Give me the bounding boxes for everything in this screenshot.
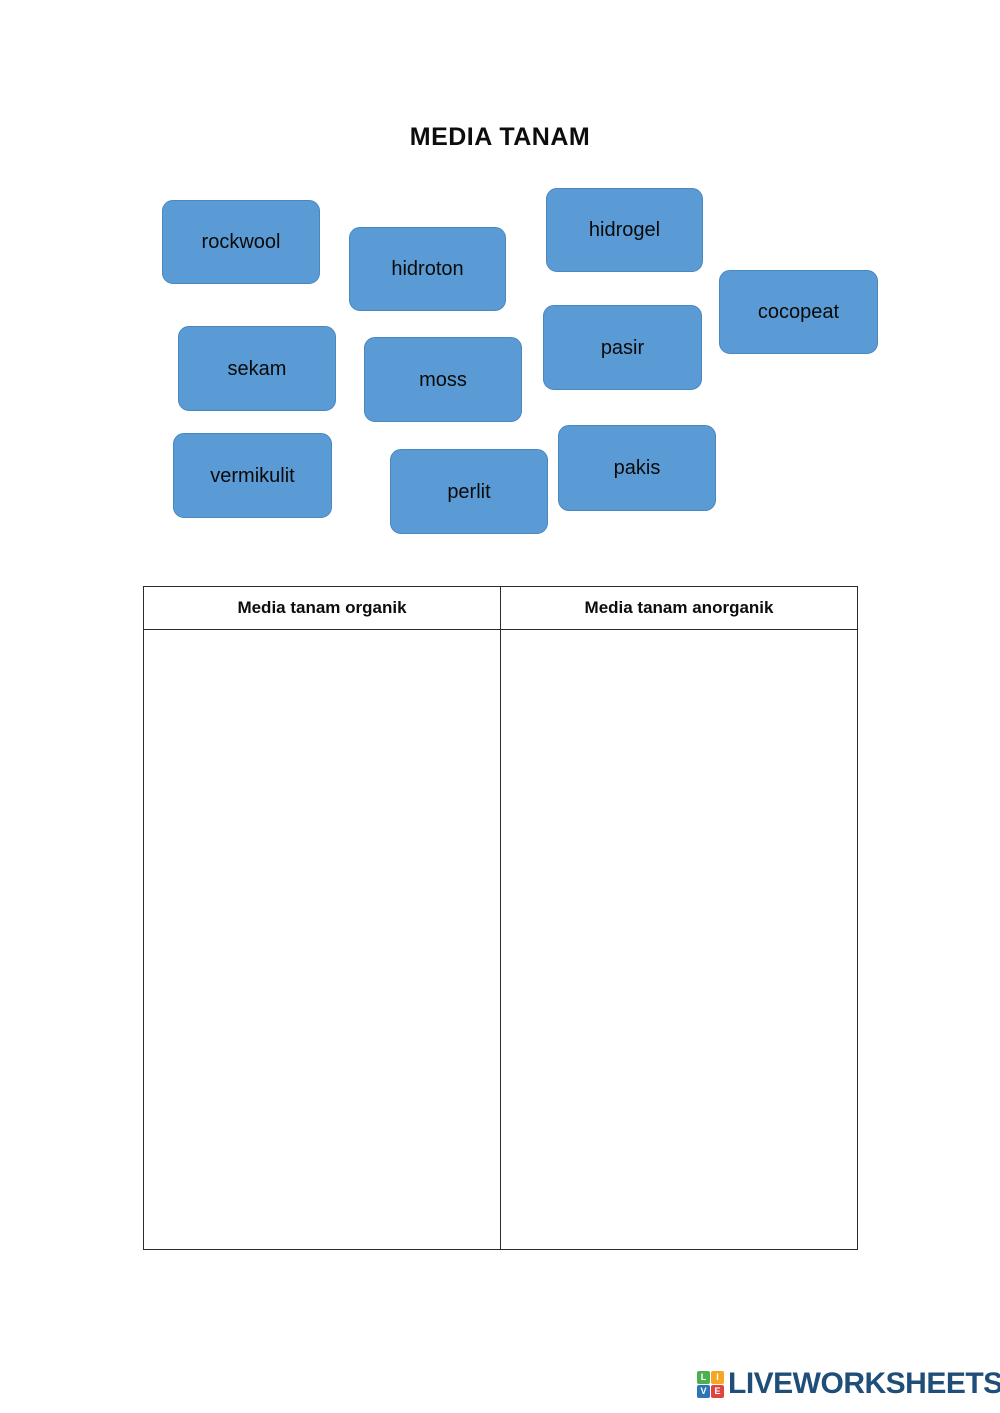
page-title: MEDIA TANAM <box>409 123 591 151</box>
logo-tile-v: V <box>697 1384 710 1398</box>
word-tile-vermikulit[interactable]: vermikulit <box>173 433 332 518</box>
word-tile-perlit[interactable]: perlit <box>390 449 548 534</box>
word-tile-pasir[interactable]: pasir <box>543 305 702 390</box>
liveworksheets-wordmark: LIVEWORKSHEETS <box>728 1367 1000 1400</box>
word-tile-rockwool[interactable]: rockwool <box>162 200 320 284</box>
classification-table: Media tanam organik Media tanam anorgani… <box>143 586 858 1250</box>
table-body-row <box>144 630 857 1249</box>
word-tile-moss[interactable]: moss <box>364 337 522 422</box>
word-tile-sekam[interactable]: sekam <box>178 326 336 411</box>
word-tile-hidroton[interactable]: hidroton <box>349 227 506 311</box>
logo-tile-e: E <box>711 1384 724 1398</box>
word-tile-cocopeat[interactable]: cocopeat <box>719 270 878 354</box>
logo-tile-l: L <box>697 1370 710 1384</box>
logo-tile-i: I <box>711 1370 724 1384</box>
column-header-organik: Media tanam organik <box>144 587 501 629</box>
word-tile-hidrogel[interactable]: hidrogel <box>546 188 703 272</box>
liveworksheets-logo[interactable]: L I V E LIVEWORKSHEETS <box>697 1366 1000 1402</box>
table-header-row: Media tanam organik Media tanam anorgani… <box>144 587 857 630</box>
drop-zone-anorganik[interactable] <box>501 630 857 1249</box>
liveworksheets-mark-icon: L I V E <box>697 1370 724 1398</box>
drop-zone-organik[interactable] <box>144 630 501 1249</box>
column-header-anorganik: Media tanam anorganik <box>584 598 774 617</box>
word-tile-pakis[interactable]: pakis <box>558 425 716 511</box>
